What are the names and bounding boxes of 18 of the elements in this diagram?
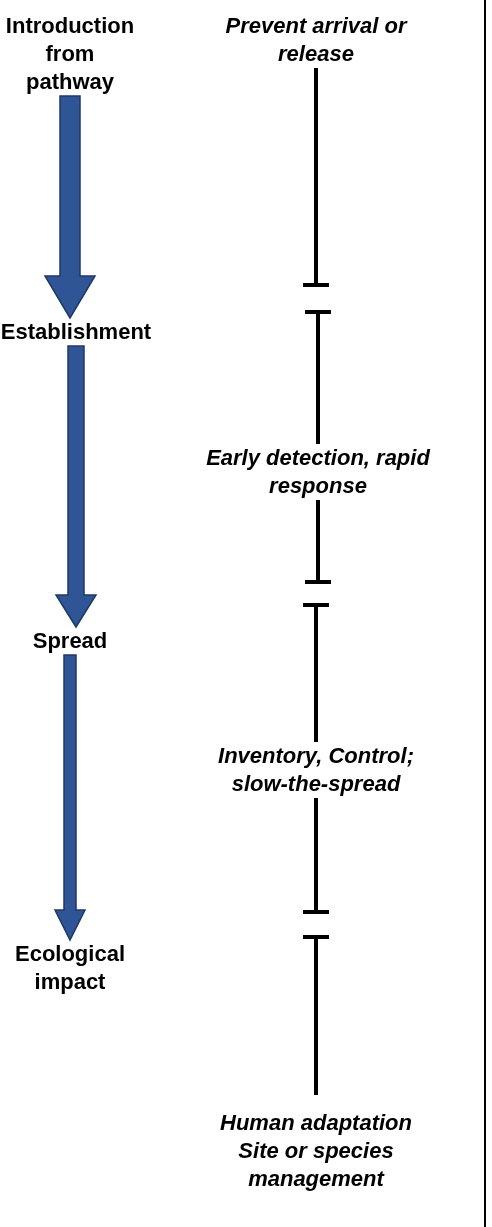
inhibition-line bbox=[303, 310, 333, 444]
inhibition-line bbox=[301, 935, 331, 1095]
measure-label: Inventory, Control; slow-the-spread bbox=[217, 742, 415, 798]
measure-label: Early detection, rapid response bbox=[205, 444, 432, 500]
block-arrow bbox=[54, 345, 98, 629]
block-arrow bbox=[53, 654, 87, 942]
stage-label: Spread bbox=[32, 627, 108, 655]
measure-label: Site or species management bbox=[237, 1137, 395, 1193]
stage-label: Ecological impact bbox=[13, 940, 126, 996]
measure-label: Prevent arrival or release bbox=[224, 12, 409, 68]
measure-label: Human adaptation bbox=[220, 1109, 412, 1137]
inhibition-line bbox=[301, 798, 331, 914]
stage-label: Introduction from pathway bbox=[4, 12, 136, 96]
inhibition-line bbox=[301, 603, 331, 742]
stage-label: Establishment bbox=[0, 318, 152, 346]
block-arrow bbox=[43, 95, 97, 320]
inhibition-line bbox=[301, 68, 331, 287]
inhibition-line bbox=[303, 500, 333, 584]
